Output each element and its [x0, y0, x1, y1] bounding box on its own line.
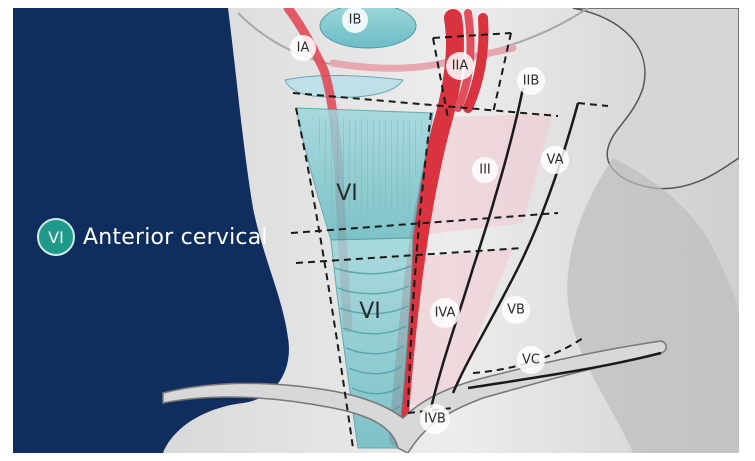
level-vi-upper-text: VI	[336, 181, 358, 206]
level-vi-lower-text: VI	[359, 299, 381, 324]
level-vb-text: VB	[507, 303, 525, 318]
level-vc-text: VC	[522, 353, 540, 368]
level-label-ia: IA	[290, 35, 316, 61]
level-label-iva: IVA	[430, 298, 460, 328]
level-label-ib: IB	[342, 8, 368, 33]
level-label-vc: VC	[517, 346, 545, 374]
legend-anterior-cervical: VI Anterior cervical	[37, 218, 268, 256]
submandibular-gland	[320, 8, 416, 48]
level-va-text: VA	[547, 153, 564, 168]
legend-badge: VI	[37, 218, 75, 256]
thyroid-hatch	[313, 118, 423, 213]
level-iia-text: IIA	[452, 59, 469, 74]
level-ib-text: IB	[349, 13, 362, 28]
level-ia-text: IA	[297, 41, 310, 56]
level-label-vb: VB	[502, 296, 530, 324]
level-ivb-text: IVB	[424, 412, 446, 427]
level-iva-text: IVA	[435, 306, 456, 321]
legend-label: Anterior cervical	[83, 225, 268, 250]
level-label-va: VA	[541, 146, 569, 174]
level-label-ivb: IVB	[420, 404, 450, 434]
level-label-iib: IIB	[517, 67, 545, 95]
level-label-iii: III	[472, 157, 498, 183]
level-label-iia: IIA	[446, 52, 474, 80]
level-iib-text: IIB	[523, 74, 540, 89]
level-iii-text: III	[479, 163, 491, 178]
